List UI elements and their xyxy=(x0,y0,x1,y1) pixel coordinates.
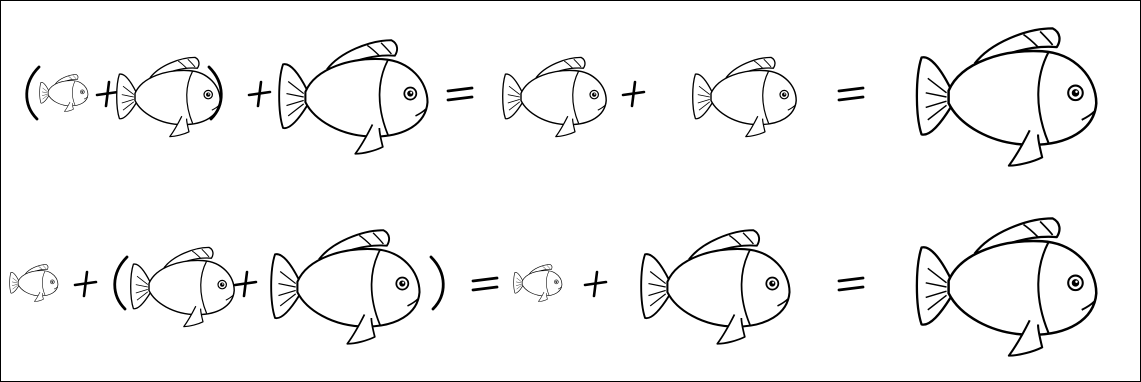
fish-icon xyxy=(270,229,421,345)
fish-icon xyxy=(115,56,221,138)
fish-icon xyxy=(9,264,59,302)
close-parenthesis xyxy=(207,65,223,121)
equals-sign xyxy=(837,86,865,102)
fish-icon xyxy=(691,56,797,138)
fish-icon xyxy=(640,229,791,345)
equals-sign xyxy=(471,276,499,292)
fish-icon xyxy=(915,27,1098,167)
equals-sign xyxy=(446,86,474,102)
row-2 xyxy=(9,217,1098,357)
fish-icon xyxy=(915,217,1098,357)
fish-icon xyxy=(39,74,89,112)
fish-icon xyxy=(278,39,429,155)
close-parenthesis xyxy=(429,255,445,311)
plus-sign xyxy=(73,270,98,298)
open-parenthesis xyxy=(113,255,129,311)
plus-sign xyxy=(621,80,646,108)
open-parenthesis xyxy=(25,65,41,121)
fish-icon xyxy=(513,264,563,302)
equals-sign xyxy=(837,276,865,292)
fish-icon xyxy=(501,56,607,138)
fish-icon xyxy=(129,246,235,328)
equation-rows xyxy=(9,27,1098,357)
plus-sign xyxy=(233,270,258,298)
plus-sign xyxy=(583,270,608,298)
plus-sign xyxy=(95,80,120,108)
row-1 xyxy=(25,27,1098,167)
plus-sign xyxy=(247,80,272,108)
